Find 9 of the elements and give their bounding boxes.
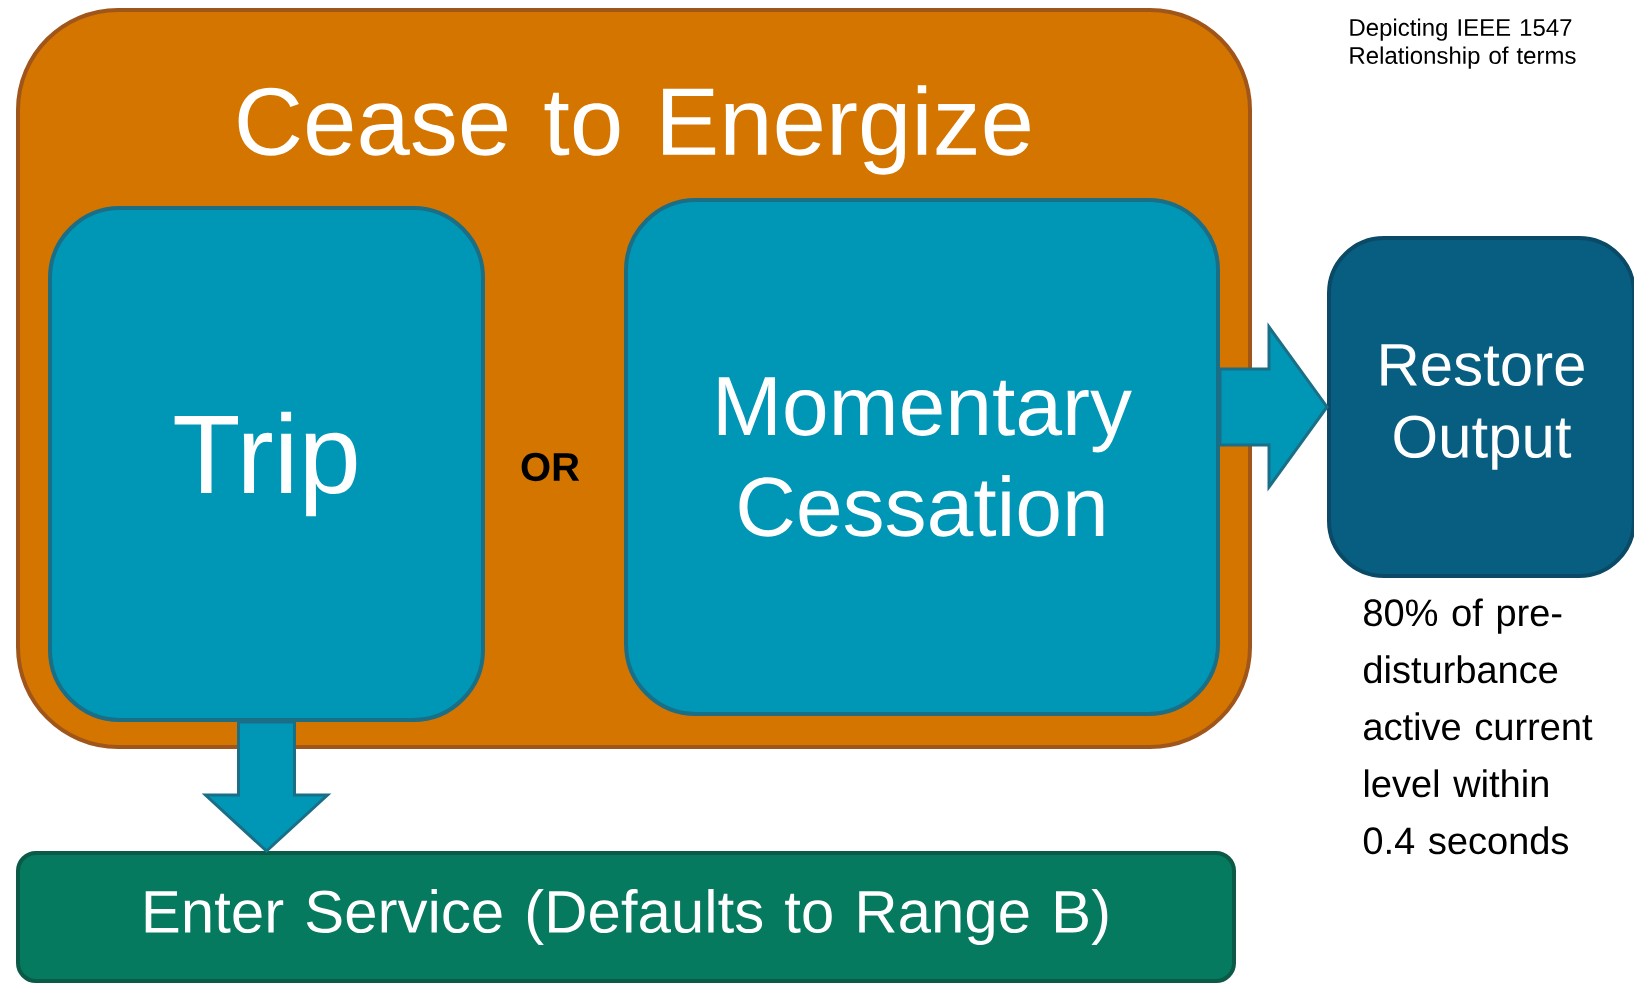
note-text: Depicting IEEE 1547 Relationship of terms: [1350, 18, 1576, 69]
connector-word: OR: [521, 452, 580, 482]
result-box: Restore Output: [1327, 236, 1634, 578]
step-box: Momentary Cessation: [624, 198, 1220, 716]
step-box: Trip: [48, 206, 485, 722]
block-arrow: [1218, 322, 1329, 492]
note-text: 80% of pre-disturbance active current level within 0.4 seconds: [1363, 598, 1593, 855]
step-box: Enter Service (Defaults to Range B): [16, 851, 1236, 983]
block-arrow: [201, 720, 332, 854]
